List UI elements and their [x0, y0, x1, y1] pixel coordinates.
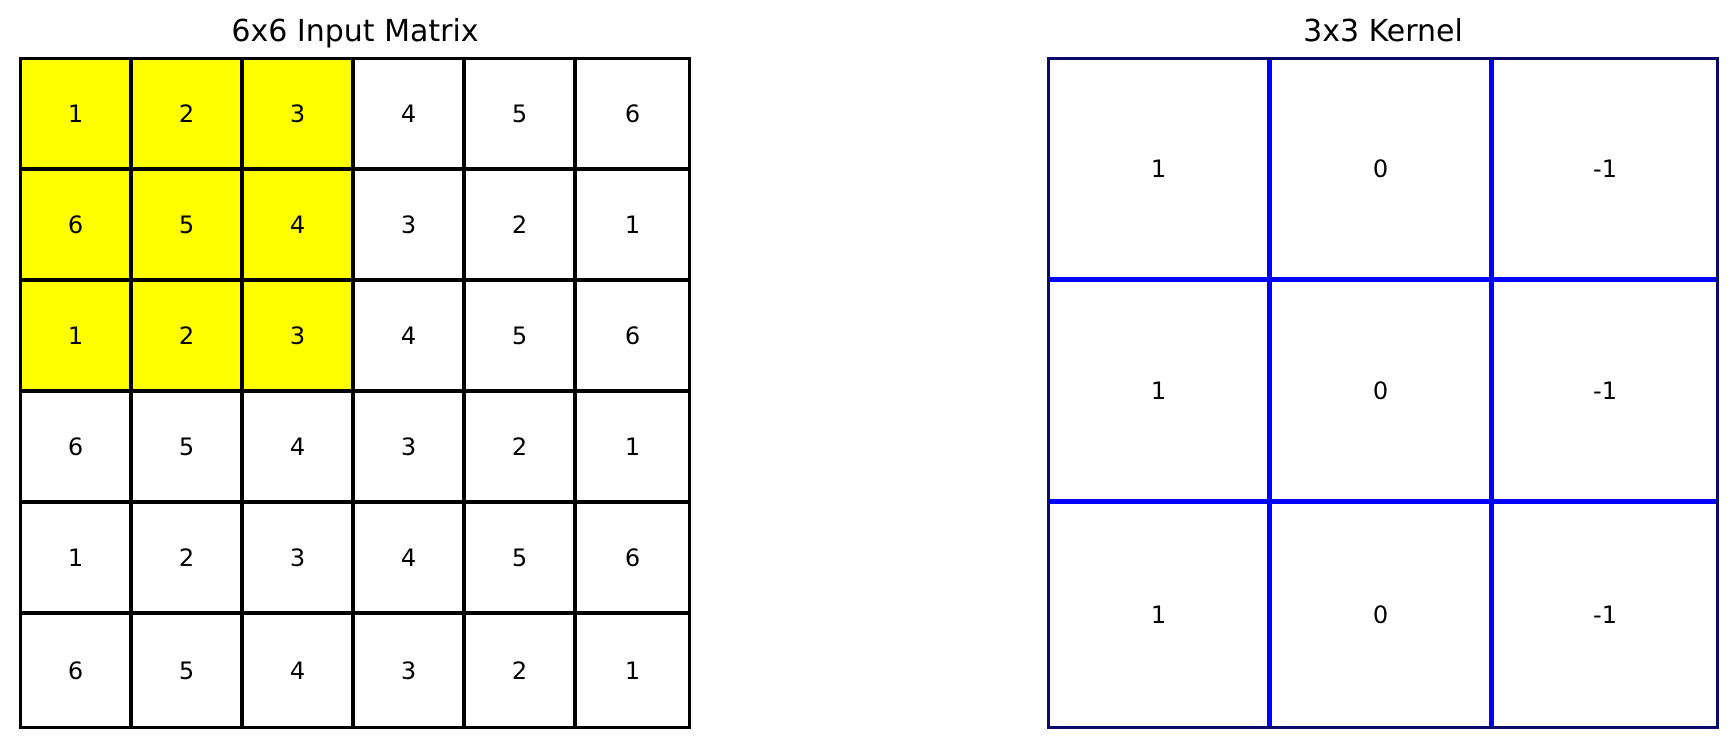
kernel-cell: 1	[1050, 504, 1272, 726]
input-matrix-cell-highlighted: 4	[244, 171, 355, 282]
input-matrix-cell: 2	[133, 504, 244, 615]
input-matrix-cell: 6	[577, 60, 688, 171]
input-matrix-cell: 2	[466, 615, 577, 726]
input-matrix-cell: 2	[466, 393, 577, 504]
input-matrix-cell: 4	[355, 504, 466, 615]
kernel-cell: 0	[1272, 60, 1494, 282]
input-matrix-cell: 2	[466, 171, 577, 282]
input-matrix-cell: 3	[355, 171, 466, 282]
input-matrix-cell: 5	[466, 504, 577, 615]
input-matrix-cell: 3	[355, 615, 466, 726]
input-matrix-cell-highlighted: 1	[22, 60, 133, 171]
kernel-cell: 0	[1272, 282, 1494, 504]
kernel-cell: -1	[1494, 282, 1716, 504]
input-matrix-cell: 5	[133, 615, 244, 726]
input-matrix-cell-highlighted: 2	[133, 282, 244, 393]
input-matrix-cell: 6	[577, 504, 688, 615]
input-matrix-cell-highlighted: 6	[22, 171, 133, 282]
kernel-cell: 1	[1050, 60, 1272, 282]
kernel-cell: -1	[1494, 504, 1716, 726]
input-matrix-cell: 1	[577, 393, 688, 504]
input-matrix-cell: 4	[355, 60, 466, 171]
input-matrix-cell-highlighted: 3	[244, 60, 355, 171]
kernel-cell: -1	[1494, 60, 1716, 282]
input-matrix-cell: 5	[133, 393, 244, 504]
input-matrix-title: 6x6 Input Matrix	[231, 14, 479, 49]
input-matrix-cell: 1	[577, 171, 688, 282]
input-matrix-cell: 5	[466, 282, 577, 393]
input-matrix-cell: 4	[355, 282, 466, 393]
input-matrix-cell: 3	[355, 393, 466, 504]
input-matrix-cell: 5	[466, 60, 577, 171]
input-matrix-cell: 1	[577, 615, 688, 726]
input-matrix-cell-highlighted: 1	[22, 282, 133, 393]
kernel-title: 3x3 Kernel	[1303, 14, 1463, 49]
kernel-cell: 1	[1050, 282, 1272, 504]
input-matrix-cell: 6	[22, 615, 133, 726]
input-matrix-cell-highlighted: 3	[244, 282, 355, 393]
input-matrix-cell: 6	[577, 282, 688, 393]
input-matrix-cell-highlighted: 2	[133, 60, 244, 171]
input-matrix-cell: 6	[22, 393, 133, 504]
kernel-cell: 0	[1272, 504, 1494, 726]
input-matrix-cell: 3	[244, 504, 355, 615]
input-matrix-cell: 1	[22, 504, 133, 615]
input-matrix-cell: 4	[244, 615, 355, 726]
input-matrix-cell-highlighted: 5	[133, 171, 244, 282]
input-matrix-cell: 4	[244, 393, 355, 504]
